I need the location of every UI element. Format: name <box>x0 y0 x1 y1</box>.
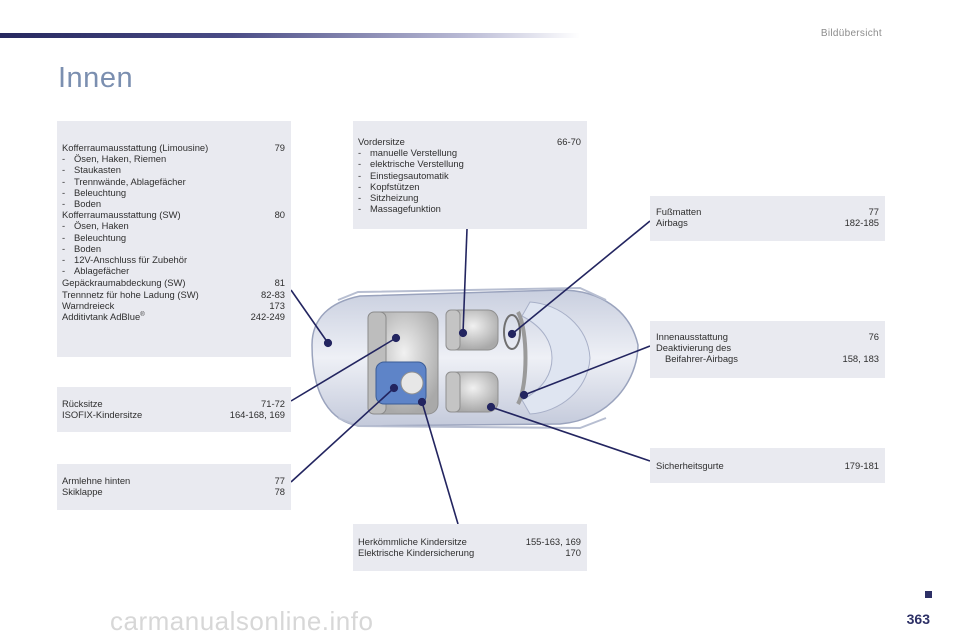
list-item: -Staukasten <box>62 164 121 176</box>
interior-label: Innenausstattung <box>656 331 728 342</box>
adblue-page: 242-249 <box>250 311 285 323</box>
ski-flap-label: Skiklappe <box>62 486 103 498</box>
deactivation-label: Deaktivierung des <box>656 342 732 354</box>
belts-page: 179-181 <box>844 460 879 471</box>
leader-mats <box>511 220 651 335</box>
child-seats-page: 155-163, 169 <box>525 536 581 547</box>
list-item: -Kopfstützen <box>358 180 420 192</box>
interior-page: 76 <box>868 331 879 342</box>
mats-label: Fußmatten <box>656 206 702 217</box>
info-box-rear-seats: Rücksitze 71-72 ISOFIX-Kindersitze 164-168… <box>57 387 291 432</box>
list-item: -Boden <box>62 242 102 254</box>
cover-page: 81 <box>274 277 285 289</box>
armrest-label: Armlehne hinten <box>62 475 131 486</box>
page-title: Innen <box>58 62 134 94</box>
trunk-sw-page: 80 <box>274 209 285 221</box>
info-box-seat-belts: Sicherheitsgurte 179-181 <box>650 448 885 483</box>
page-number: 363 <box>906 611 930 627</box>
page-marker <box>925 591 932 598</box>
list-item: -12V-Anschluss für Zubehör <box>62 254 188 266</box>
mats-page: 77 <box>868 206 879 217</box>
leader-belts <box>490 406 651 462</box>
child-seats-label: Herkömmliche Kindersitze <box>358 536 467 547</box>
passenger-airbag-page: 158, 183 <box>842 353 880 365</box>
list-item: -Trennwände, Ablagefächer <box>62 175 186 187</box>
isofix-label: ISOFIX-Kindersitze <box>62 409 143 421</box>
cover-label: Gepäckraumabdeckung (SW) <box>62 277 186 289</box>
front-seats-title: Vordersitze <box>358 136 405 147</box>
info-box-child-seats: Herkömmliche Kindersitze 155-163, 169 Ele… <box>353 524 587 571</box>
windscreen <box>521 301 591 415</box>
leader-trunk <box>290 289 329 344</box>
watermark-text: carmanualsonline.info <box>110 606 374 636</box>
header-gradient-bar <box>0 33 580 38</box>
leader-interior <box>523 345 651 396</box>
list-item: -Massagefunktion <box>358 203 441 215</box>
passenger-airbag-label: Beifahrer-Airbags <box>665 353 738 365</box>
info-box-mats-airbags: Fußmatten 77 Airbags 182-185 <box>650 196 885 241</box>
airbags-label: Airbags <box>656 217 688 229</box>
leader-rear-seats <box>290 337 397 402</box>
info-box-armrest: Armlehne hinten 77 Skiklappe 78 <box>57 464 291 510</box>
triangle-page: 173 <box>269 299 285 311</box>
net-label: Trennnetz für hohe Ladung (SW) <box>62 288 199 300</box>
trunk-sedan-title: Kofferraumausstattung (Limousine) <box>62 142 209 153</box>
adblue-label: Additivtank AdBlue® <box>62 311 145 323</box>
trunk-sedan-page: 79 <box>274 142 285 153</box>
ski-flap-page: 78 <box>274 486 285 498</box>
leader-front-seats <box>462 228 468 334</box>
airbags-page: 182-185 <box>844 217 879 229</box>
steering-wheel <box>503 314 521 350</box>
rear-seats-page: 71-72 <box>261 398 285 409</box>
rear-seats-label: Rücksitze <box>62 398 103 409</box>
front-seats-page: 66-70 <box>557 136 581 147</box>
net-page: 82-83 <box>261 288 285 300</box>
leader-child-seats <box>421 401 459 525</box>
info-box-trunk: Kofferraumausstattung (Limousine) 79 -Öse… <box>57 121 291 357</box>
leader-armrest <box>290 387 395 483</box>
list-item: -Beleuchtung <box>62 231 127 243</box>
list-item: -Ablagefächer <box>62 265 130 277</box>
section-label: Bildübersicht <box>820 28 882 39</box>
list-item: -Einstiegsautomatik <box>358 169 449 181</box>
triangle-label: Warndreieck <box>62 299 115 311</box>
list-item: -Ösen, Haken, Riemen <box>62 153 167 165</box>
belts-label: Sicherheitsgurte <box>656 460 724 471</box>
list-item: -elektrische Verstellung <box>358 158 464 170</box>
list-item: -Sitzheizung <box>358 192 419 204</box>
child-lock-page: 170 <box>565 547 581 559</box>
list-item: -Beleuchtung <box>62 186 127 198</box>
info-box-interior: Innenausstattung 76 Deaktivierung des Bei… <box>650 321 885 378</box>
child-lock-label: Elektrische Kindersicherung <box>358 547 475 559</box>
armrest-page: 77 <box>274 475 285 486</box>
list-item: -Ösen, Haken <box>62 220 129 232</box>
isofix-page: 164-168, 169 <box>229 409 285 421</box>
trunk-sw-title: Kofferraumausstattung (SW) <box>62 209 181 221</box>
list-item: -Boden <box>62 198 102 210</box>
info-box-front-seats: Vordersitze 66-70 -manuelle Verstellung -… <box>353 121 587 229</box>
list-item: -manuelle Verstellung <box>358 147 458 159</box>
